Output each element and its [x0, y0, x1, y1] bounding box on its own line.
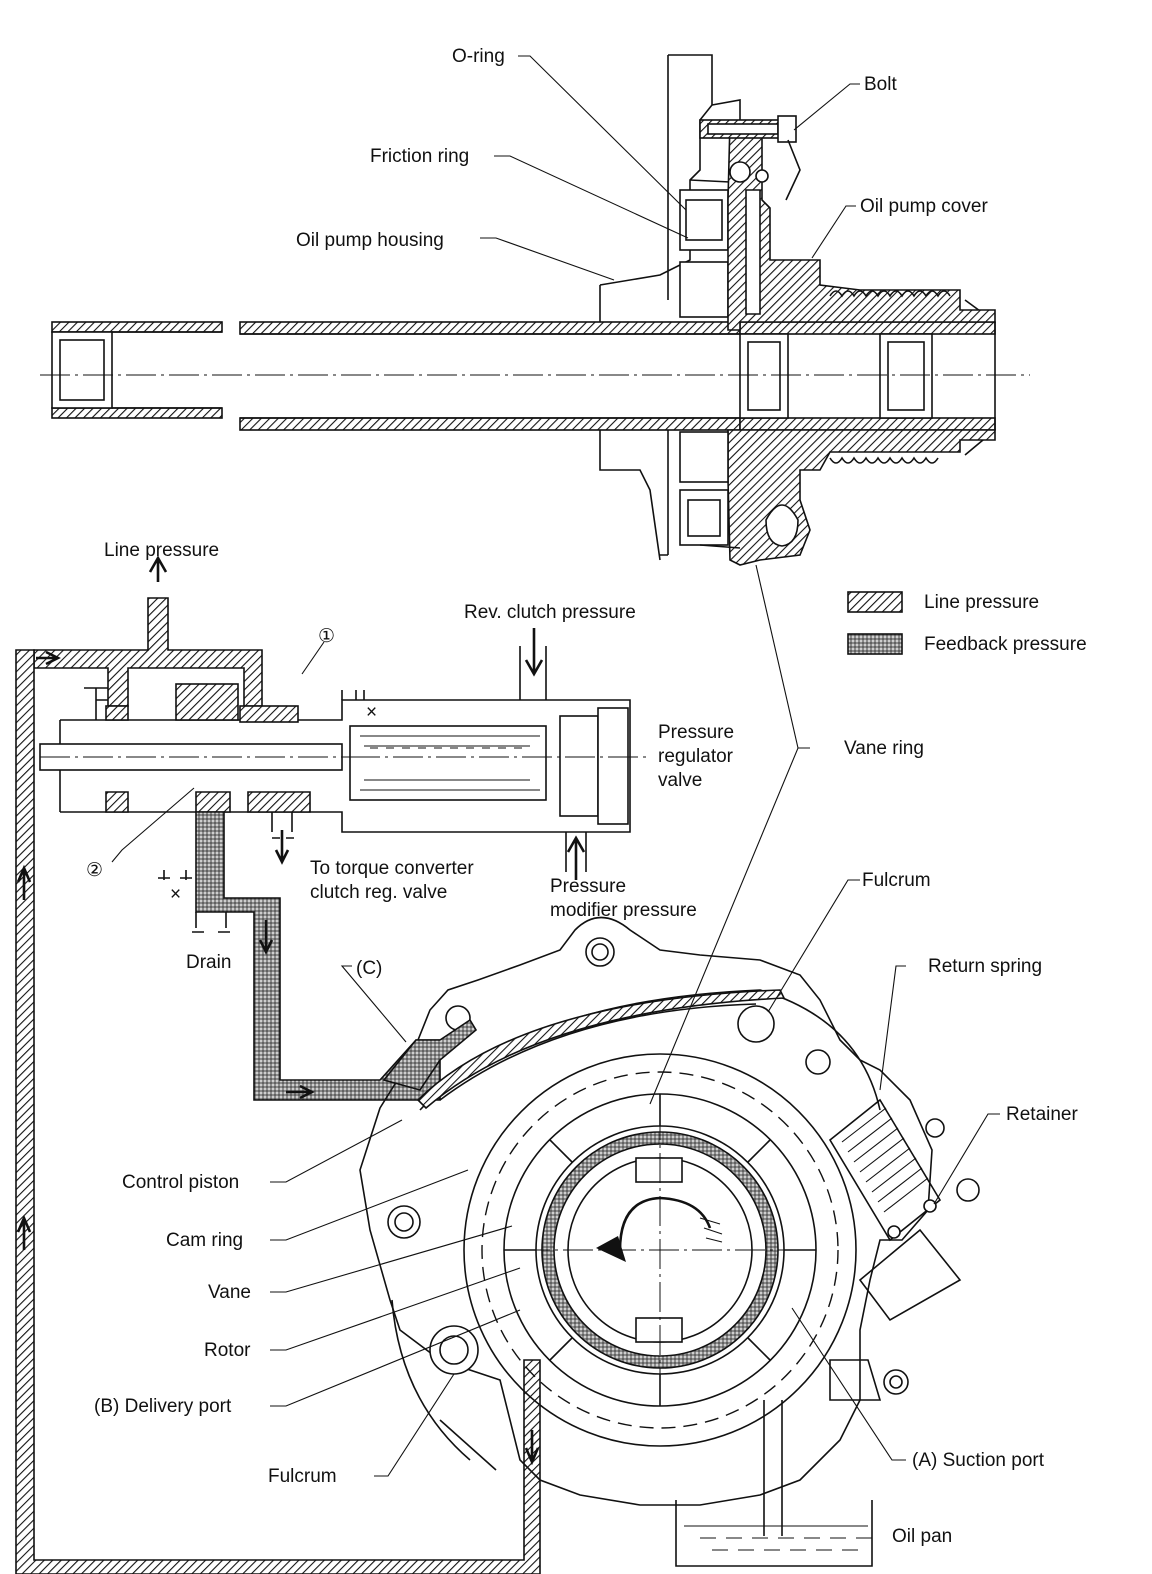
leader-lines — [111, 55, 1000, 1477]
label-line-pressure-top: Line pressure — [104, 540, 219, 561]
label-drain: Drain — [186, 952, 231, 973]
legend-swatch-feedback-pressure — [847, 633, 903, 655]
label-o-ring: O-ring — [452, 46, 505, 67]
label-marker-2: ② — [86, 860, 103, 881]
label-suction-port: (A) Suction port — [912, 1450, 1045, 1471]
label-torque-converter-line2: clutch reg. valve — [310, 882, 447, 903]
label-pressure-regulator-line1: Pressure — [658, 722, 734, 743]
label-marker-1: ① — [318, 626, 335, 647]
label-retainer: Retainer — [1006, 1104, 1078, 1125]
label-vane: Vane — [208, 1282, 251, 1303]
label-oil-pump-cover: Oil pump cover — [860, 196, 988, 217]
label-rev-clutch-pressure: Rev. clutch pressure — [464, 602, 636, 623]
label-pressure-modifier-line2: modifier pressure — [550, 900, 697, 921]
label-pressure-regulator-line2: regulator — [658, 746, 734, 767]
label-oil-pump-housing: Oil pump housing — [296, 230, 444, 251]
label-fulcrum-top: Fulcrum — [862, 870, 931, 891]
label-delivery-port: (B) Delivery port — [94, 1396, 232, 1417]
label-x-mark-top: × — [366, 702, 377, 723]
label-vane-ring: Vane ring — [844, 738, 924, 759]
oil-pan — [675, 1500, 873, 1567]
label-pressure-modifier-line1: Pressure — [550, 876, 626, 897]
label-bolt: Bolt — [864, 74, 897, 95]
label-torque-converter-line1: To torque converter — [310, 858, 474, 879]
labels: O-ring Bolt Friction ring Oil pump cover… — [86, 46, 1078, 1547]
label-friction-ring: Friction ring — [370, 146, 469, 167]
label-x-mark-bottom: × — [170, 884, 181, 905]
label-control-piston: Control piston — [122, 1172, 239, 1193]
legend-swatch-line-pressure — [847, 591, 903, 613]
legend-label-line-pressure: Line pressure — [924, 592, 1039, 613]
label-pressure-regulator-line3: valve — [658, 770, 702, 791]
vane-pump-front — [359, 916, 980, 1536]
legend: Line pressure Feedback pressure — [847, 591, 1087, 655]
legend-label-feedback-pressure: Feedback pressure — [924, 634, 1087, 655]
label-c: (C) — [356, 958, 382, 979]
label-rotor: Rotor — [204, 1340, 251, 1361]
shaft-assembly — [40, 54, 1030, 566]
pressure-regulator-valve — [33, 555, 650, 1101]
line-pressure-loop — [15, 649, 541, 1574]
label-oil-pan: Oil pan — [892, 1526, 952, 1547]
label-cam-ring: Cam ring — [166, 1230, 243, 1251]
label-return-spring: Return spring — [928, 956, 1042, 977]
label-fulcrum-bottom: Fulcrum — [268, 1466, 337, 1487]
